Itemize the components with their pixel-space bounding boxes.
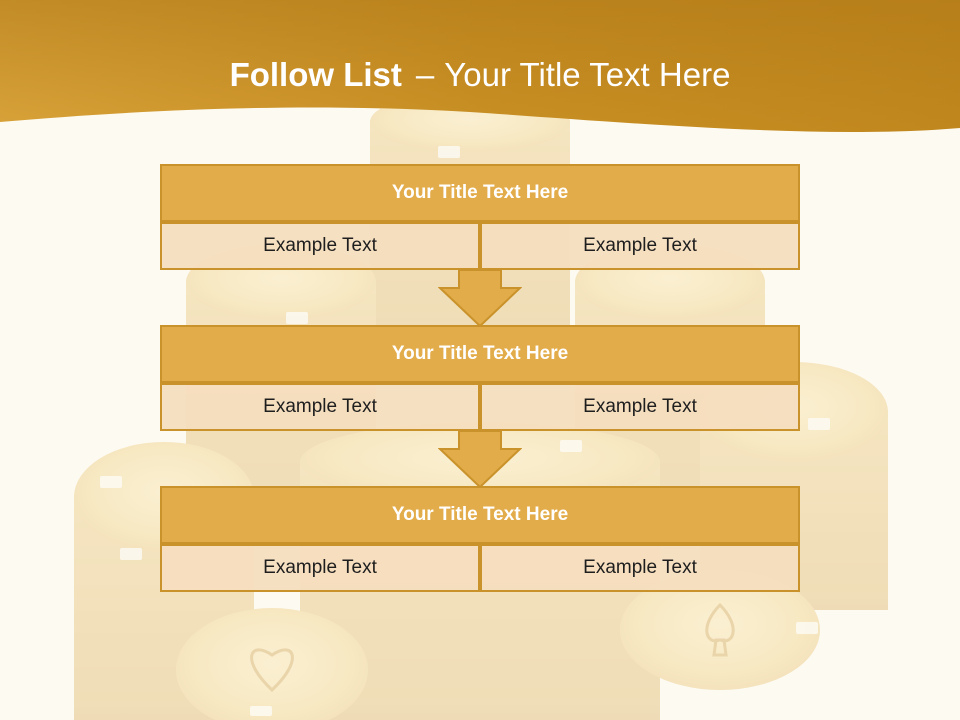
list-block-2: Your Title Text Here Example Text Exampl… (160, 325, 800, 431)
block-3-title: Your Title Text Here (160, 486, 800, 544)
slide-title: Follow List–Your Title Text Here (0, 52, 960, 98)
title-rest-part: Your Title Text Here (444, 56, 731, 93)
block-1-left-text: Example Text (160, 222, 480, 270)
list-block-3: Your Title Text Here Example Text Exampl… (160, 486, 800, 592)
block-1-right-text: Example Text (480, 222, 800, 270)
down-arrow-icon (438, 270, 522, 328)
block-2-title: Your Title Text Here (160, 325, 800, 383)
header-band (0, 0, 960, 132)
title-dash: – (415, 56, 435, 93)
title-bold-part: Follow List (229, 56, 402, 93)
down-arrow-icon (438, 431, 522, 489)
block-1-title: Your Title Text Here (160, 164, 800, 222)
list-block-1: Your Title Text Here Example Text Exampl… (160, 164, 800, 270)
block-3-right-text: Example Text (480, 544, 800, 592)
block-2-left-text: Example Text (160, 383, 480, 431)
block-3-left-text: Example Text (160, 544, 480, 592)
block-2-right-text: Example Text (480, 383, 800, 431)
